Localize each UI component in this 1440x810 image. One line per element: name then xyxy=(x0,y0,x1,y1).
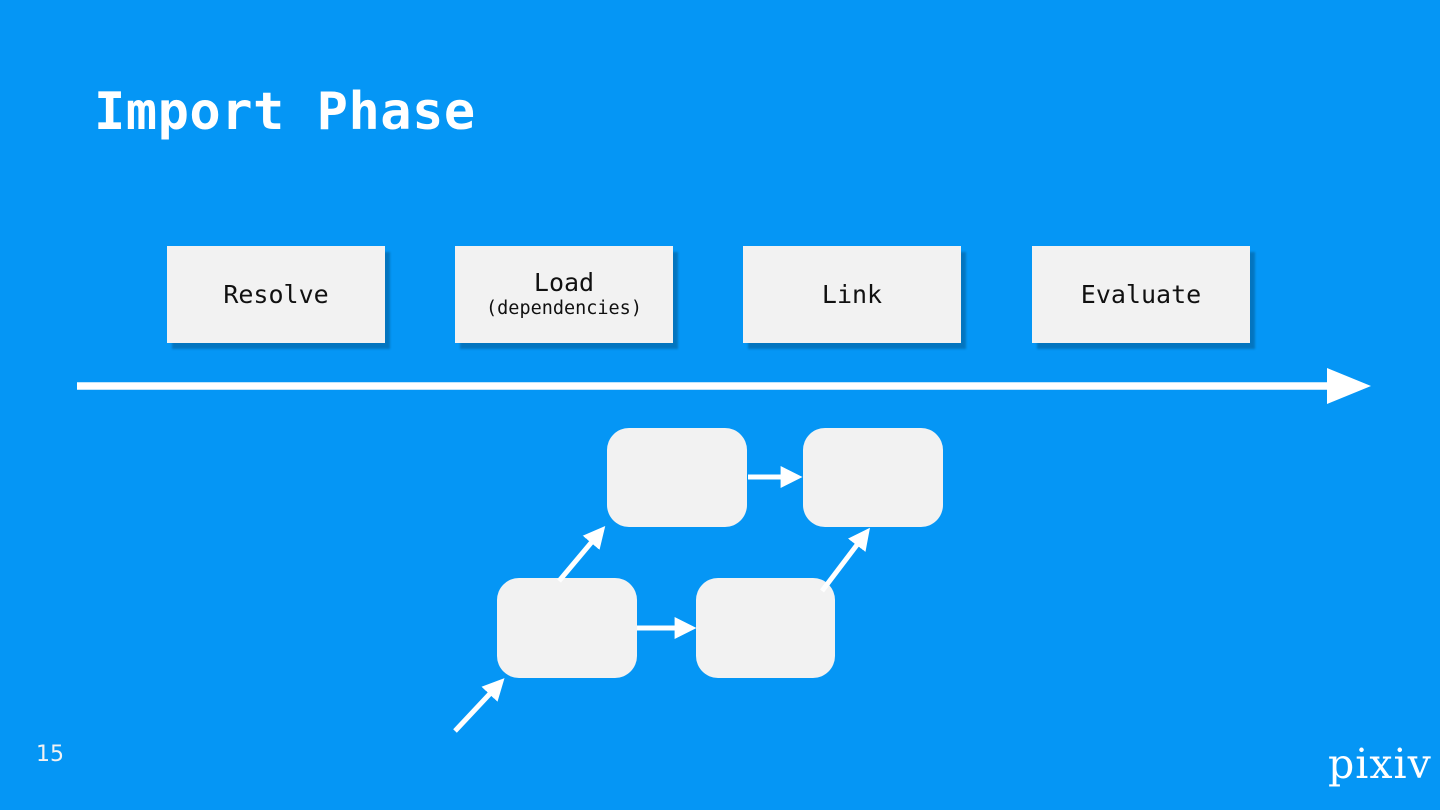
phase-box-link: Link xyxy=(743,246,961,343)
timeline-arrow-head xyxy=(1327,368,1371,404)
phase-label: Load xyxy=(533,268,595,298)
page-title: Import Phase xyxy=(94,82,476,142)
dependency-arrow-bl-to-tl xyxy=(557,525,606,583)
pixiv-logo: pixiv xyxy=(1328,740,1432,788)
dependency-arrow-entry xyxy=(453,678,505,733)
phase-box-load: Load (dependencies) xyxy=(455,246,673,343)
timeline-arrow xyxy=(77,368,1371,404)
phase-sublabel: (dependencies) xyxy=(486,298,642,320)
module-node-top-left xyxy=(607,428,747,527)
page-number: 15 xyxy=(36,742,64,767)
phase-box-resolve: Resolve xyxy=(167,246,385,343)
module-node-top-right xyxy=(803,428,943,527)
phase-label: Evaluate xyxy=(1080,279,1202,309)
phase-label: Link xyxy=(821,279,883,309)
module-node-bottom-mid xyxy=(696,578,835,678)
phase-label: Resolve xyxy=(223,279,329,309)
dependency-arrow-bm-to-tr xyxy=(820,527,870,593)
phase-box-evaluate: Evaluate xyxy=(1032,246,1250,343)
module-node-bottom-left xyxy=(497,578,637,678)
module-dependency-graph xyxy=(453,428,943,733)
